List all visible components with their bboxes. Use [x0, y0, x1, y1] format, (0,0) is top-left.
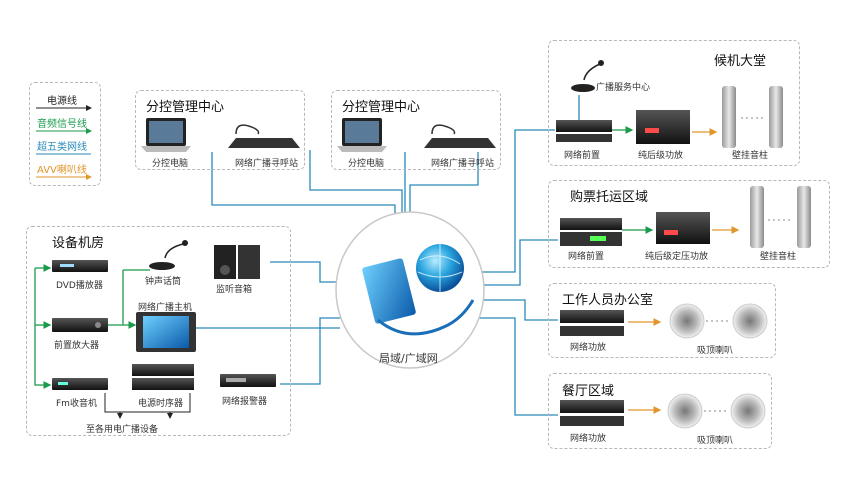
ticket-zone — [548, 180, 830, 268]
ticket-preamp-icon — [560, 218, 622, 246]
net-line-dining — [478, 317, 558, 416]
machine-room-zone — [26, 226, 291, 436]
control-center-2-zone — [331, 90, 501, 170]
service-mic-icon — [571, 60, 604, 92]
service-center-label: 广播服务中心 — [596, 83, 651, 93]
chime-mic-icon — [149, 240, 188, 270]
dvd-label: DVD播放器 — [56, 281, 103, 291]
lounge-zone — [548, 40, 800, 166]
power-sequencer-icon — [132, 364, 194, 390]
laptop-icon-1 — [141, 118, 191, 152]
legend-power: 电源线 — [47, 96, 77, 107]
control-center-1-title: 分控管理中心 — [146, 100, 225, 115]
ticket-column-speaker-icon — [750, 186, 811, 248]
ticket-amp-icon — [656, 212, 710, 244]
mic1-label: 网络广播寻呼站 — [235, 159, 299, 169]
chime-mic-label: 钟声话筒 — [145, 277, 182, 287]
fm-tuner-icon — [52, 378, 108, 390]
ticket-amp-label: 纯后级定压功放 — [645, 252, 709, 262]
net-line-mic2 — [409, 152, 479, 232]
network-globe-icon — [335, 211, 485, 369]
dining-amp-icon — [560, 400, 624, 426]
wall-column-speaker-icon — [722, 86, 783, 148]
office-amp-label: 网络功放 — [570, 343, 607, 353]
lounge-amp-icon — [636, 110, 690, 144]
to-devices-label: 至各用电广播设备 — [86, 425, 159, 435]
legend-box — [29, 82, 101, 186]
sequencer-label: 电源时序器 — [138, 399, 184, 409]
dining-zone — [548, 373, 772, 449]
net-line-lounge — [480, 129, 555, 273]
office-speaker-label: 吸顶喇叭 — [697, 346, 734, 356]
net-line-monitor — [270, 261, 345, 283]
paging-station-icon-1 — [228, 124, 300, 148]
broadcast-host-icon — [136, 312, 196, 352]
net-line-office — [482, 299, 558, 321]
lounge-title: 候机大堂 — [714, 54, 767, 69]
ticket-title: 购票托运区域 — [570, 190, 649, 205]
dvd-player-icon — [52, 260, 108, 272]
network-alarm-icon — [220, 374, 276, 387]
mic2-label: 网络广播寻呼站 — [431, 159, 495, 169]
pc1-label: 分控电脑 — [152, 159, 189, 169]
pc2-label: 分控电脑 — [348, 159, 385, 169]
paging-station-icon-2 — [424, 124, 496, 148]
dining-speaker-label: 吸顶喇叭 — [697, 436, 734, 446]
lounge-speaker-label: 壁挂音柱 — [732, 151, 769, 161]
legend-arrows — [36, 105, 92, 180]
net-line-ticket — [482, 239, 558, 286]
monitor-speaker-label: 监听音箱 — [216, 285, 253, 295]
preamp-icon — [52, 318, 108, 332]
host-label: 网络广播主机 — [138, 303, 193, 313]
power-cables — [104, 393, 191, 419]
lounge-preamp-icon — [556, 120, 612, 142]
dining-amp-label: 网络功放 — [570, 434, 607, 444]
office-zone — [548, 283, 776, 358]
ticket-preamp-label: 网络前置 — [568, 252, 605, 262]
lounge-preamp-label: 网络前置 — [564, 151, 601, 161]
office-ceiling-speaker-icon — [669, 303, 768, 339]
dining-title: 餐厅区域 — [562, 384, 615, 399]
net-line-alarm — [280, 317, 345, 385]
machine-room-title: 设备机房 — [52, 236, 105, 251]
audio-cables — [34, 126, 654, 389]
network-label: 局域/广域网 — [379, 352, 438, 365]
legend-network: 超五类网线 — [37, 142, 87, 153]
legend-audio: 音频信号线 — [37, 119, 87, 130]
fm-label: Fm收音机 — [56, 399, 97, 409]
alarm-label: 网络报警器 — [222, 397, 268, 407]
ticket-speaker-label: 壁挂音柱 — [760, 252, 797, 262]
control-center-2-title: 分控管理中心 — [342, 100, 421, 115]
laptop-icon-2 — [337, 118, 387, 152]
office-amp-icon — [560, 310, 624, 336]
speaker-cables — [628, 128, 740, 414]
dining-ceiling-speaker-icon — [667, 393, 766, 429]
net-line-mic1 — [309, 150, 403, 232]
preamp-label: 前置放大器 — [54, 341, 100, 351]
control-center-1-zone — [135, 90, 305, 170]
monitor-speaker-icon — [214, 245, 260, 279]
legend-speaker: AVV喇叭线 — [37, 165, 87, 176]
lounge-amp-label: 纯后级功放 — [638, 151, 684, 161]
office-title: 工作人员办公室 — [562, 293, 654, 308]
